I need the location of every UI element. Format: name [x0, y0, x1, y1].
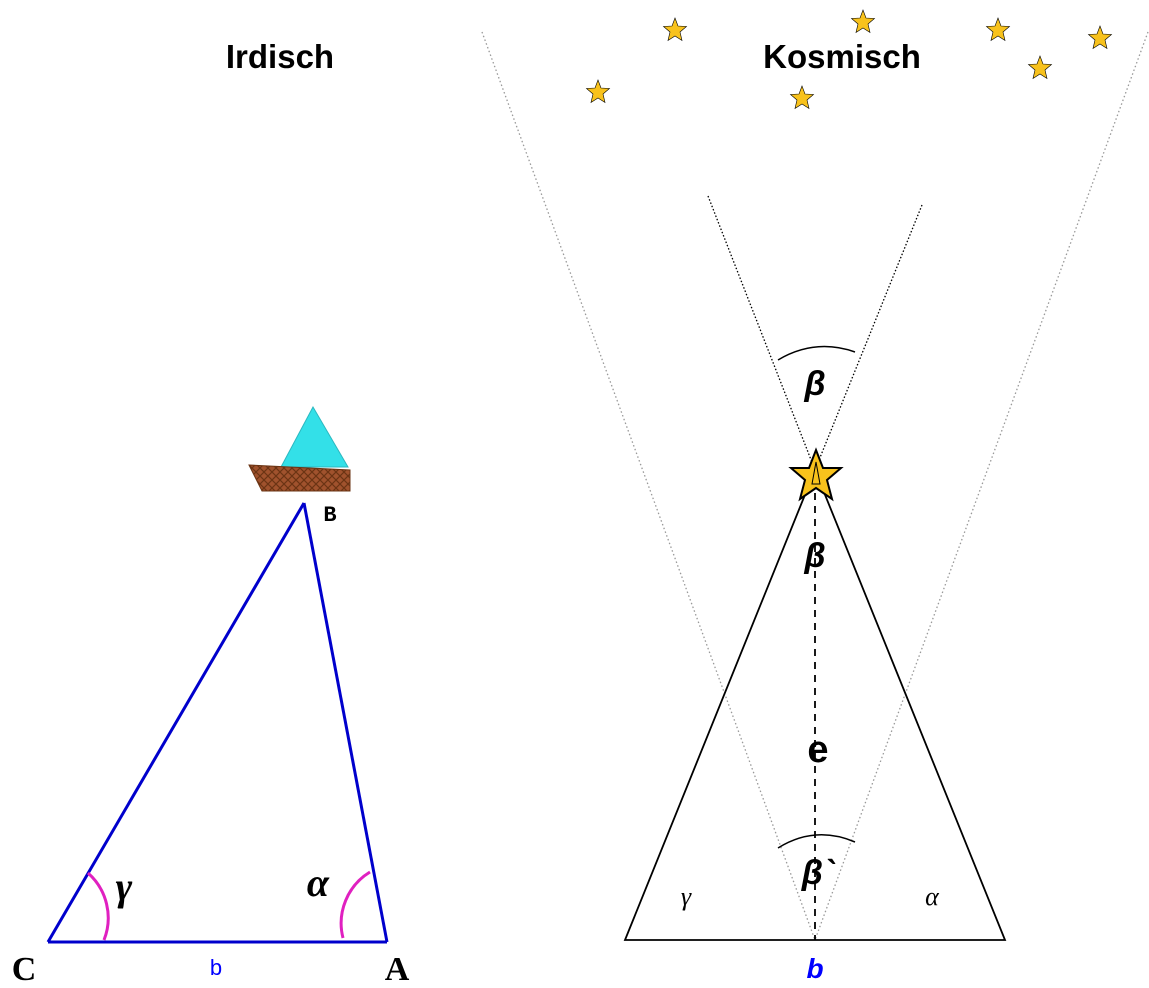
beta-top-label: β — [803, 365, 825, 403]
angle-alpha-label: α — [307, 860, 330, 905]
sight-lines-far — [481, 31, 1149, 941]
star-icon — [1027, 55, 1053, 80]
star-icon — [789, 85, 815, 110]
base-b-label: b — [210, 955, 222, 980]
side-ba — [302, 502, 389, 943]
vertex-b-label: B — [323, 503, 336, 528]
beta-middle-label: β — [803, 537, 825, 575]
gamma-label: γ — [681, 882, 692, 911]
vertex-c-label: C — [12, 951, 37, 988]
background-stars — [585, 9, 1113, 110]
target-star-icon — [788, 447, 844, 502]
angle-alpha-arc — [339, 870, 371, 939]
alpha-label: α — [925, 882, 940, 911]
vertex-a-label: A — [385, 951, 410, 988]
base-b-label-right: b — [806, 953, 823, 984]
star-icon — [585, 79, 611, 104]
beta-top-arc — [777, 345, 856, 361]
star-icon — [985, 17, 1011, 42]
side-cb — [46, 502, 306, 943]
angle-gamma-arc — [87, 871, 110, 941]
earth-triangle — [46, 502, 389, 944]
star-icon — [850, 9, 876, 34]
sight-lines-near — [707, 195, 923, 471]
sailboat-icon — [248, 405, 351, 492]
beta-prime-label: β` — [801, 854, 836, 892]
left-title: Irdisch — [226, 38, 334, 75]
right-title: Kosmisch — [763, 38, 921, 75]
star-icon — [1087, 25, 1113, 50]
star-icon — [662, 17, 688, 42]
distance-e-label: e — [807, 729, 828, 771]
beta-prime-arc — [777, 834, 856, 849]
target-star-detail — [811, 461, 821, 485]
angle-gamma-label: γ — [116, 864, 133, 909]
